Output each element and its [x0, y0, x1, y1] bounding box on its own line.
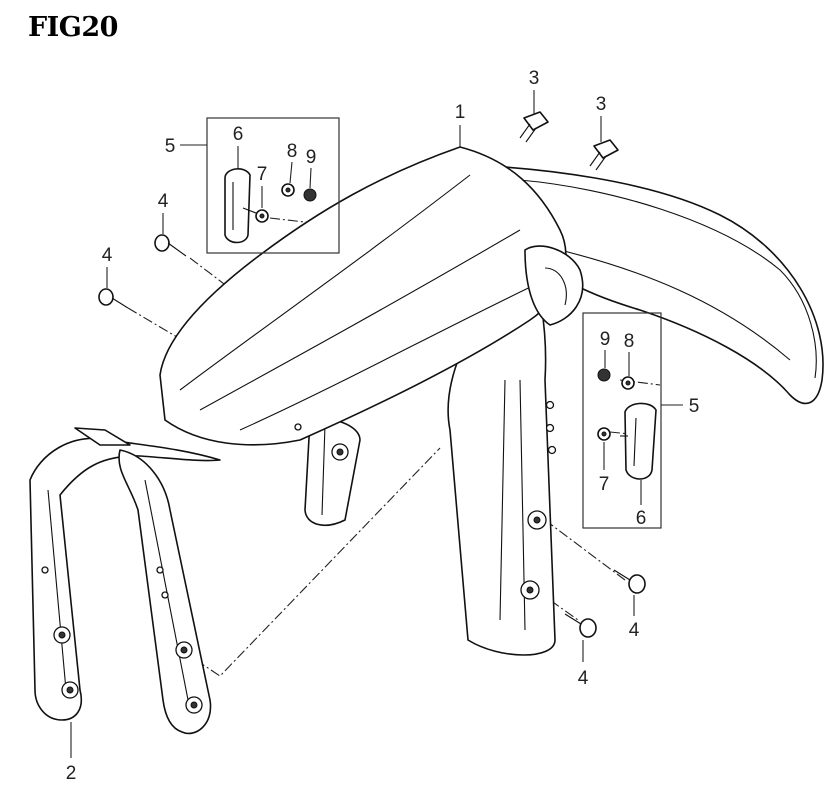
screw-4-upper-left[interactable] — [154, 234, 187, 257]
callout-9-left: 9 — [306, 147, 317, 168]
reflector-set-right[interactable] — [582, 312, 662, 529]
callout-7-right: 7 — [599, 474, 610, 495]
callout-6-left: 6 — [233, 124, 244, 145]
callout-5-left: 5 — [165, 136, 176, 157]
bolt-3-right[interactable] — [589, 139, 619, 171]
callout-5-right: 5 — [689, 396, 700, 417]
callout-8-left: 8 — [287, 141, 298, 162]
reflector-set-left[interactable] — [206, 117, 340, 254]
leader-lines — [70, 90, 683, 758]
callout-6-right: 6 — [636, 508, 647, 529]
callout-labels: 1 2 3 3 4 4 4 4 5 5 6 6 7 7 8 8 9 9 — [66, 68, 700, 784]
callout-4-right-lower: 4 — [578, 668, 589, 689]
callout-4-upper-left: 4 — [158, 191, 169, 212]
screw-4-lower-left[interactable] — [98, 288, 129, 309]
callout-7-left: 7 — [257, 164, 268, 185]
nut-9-right[interactable] — [597, 368, 611, 382]
screw-4-right-upper[interactable] — [613, 569, 646, 594]
figure-title: FIG20 — [28, 12, 118, 43]
fender-stay[interactable] — [29, 427, 221, 735]
callout-8-right: 8 — [624, 331, 635, 352]
screw-4-right-lower[interactable] — [564, 613, 597, 638]
callout-2: 2 — [66, 763, 77, 784]
reflector-6-left[interactable] — [224, 168, 251, 244]
nut-8-right[interactable] — [621, 376, 635, 390]
callout-1: 1 — [455, 102, 466, 123]
washer-7-left[interactable] — [242, 207, 269, 223]
bolt-3-left[interactable] — [519, 111, 549, 143]
callout-9-right: 9 — [600, 329, 611, 350]
washer-7-right[interactable] — [597, 427, 611, 441]
front-fender[interactable] — [159, 146, 824, 656]
callout-4-right-upper: 4 — [629, 620, 640, 641]
nut-9-left[interactable] — [303, 188, 317, 202]
callout-4-lower-left: 4 — [102, 245, 113, 266]
nut-8-left[interactable] — [281, 183, 295, 197]
callout-3-right: 3 — [596, 94, 607, 115]
reflector-6-right[interactable] — [620, 402, 657, 480]
callout-3-left: 3 — [529, 68, 540, 89]
